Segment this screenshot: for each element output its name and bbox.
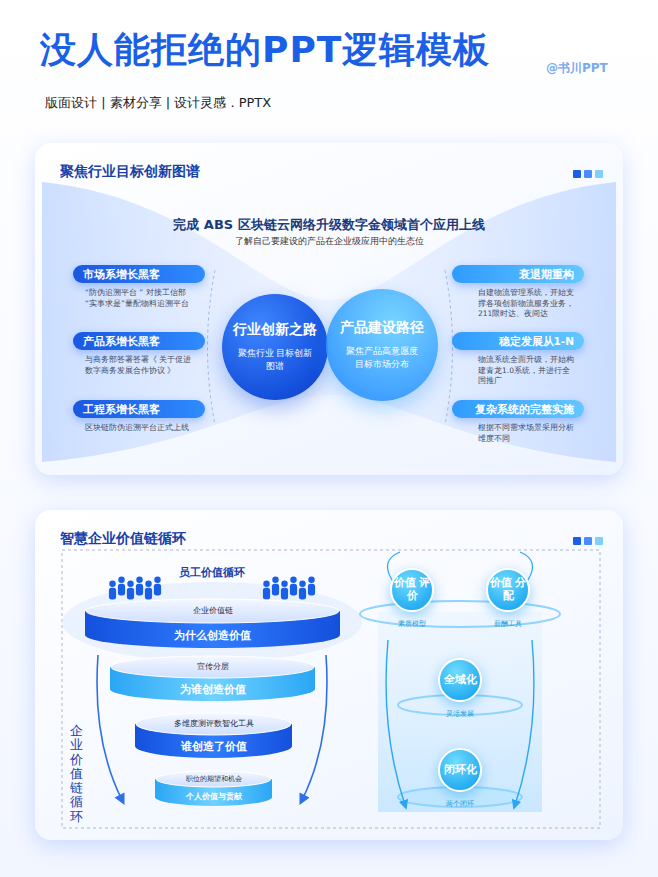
value-ring: 价值 评价素质模型 (367, 568, 457, 629)
pill-label: 市场系增长黑客 (73, 265, 205, 283)
subheadline: 了解自己要建设的产品在企业级应用中的生态位 (0, 235, 658, 248)
disk-band-label: 为什么创造价值 (85, 624, 340, 648)
circle-title: 产品建设路径 (340, 319, 424, 337)
panel: 聚焦行业目标创新图谱市场系增长黑客 “防伪追溯平台 ” 对接工信部“实事求是”量配… (35, 143, 623, 475)
panel: 智慧企业价值链循环企业价值链为什么创造价值宣传分层为谁创造价值多维度测评数智化工… (35, 510, 623, 840)
text-holder: @书川PPT (546, 60, 608, 77)
value-ring: 闭环化两个闭环 (415, 748, 505, 809)
text-holder: 版面设计 | 素材分享 | 设计灵感 . PPTX (45, 94, 271, 112)
disk-band-label: 为谁创造价值 (110, 679, 315, 701)
disk-band-label: 谁创造了价值 (135, 736, 292, 758)
value-ring: 全域化灵活发展 (415, 658, 505, 719)
funnel-disk: 企业价值链为什么创造价值 (85, 598, 340, 648)
pill-description: 与商务部答署答署《 关于促进数字商务发展合作协议 》 (73, 355, 205, 376)
text-holder: 企业价值链循环 (70, 724, 83, 824)
pill-item: 稳定发展从1-N 物流系统全面升级，开始构建青龙1.0系统，并进行全国推广 (452, 332, 584, 387)
pill-description: 物流系统全面升级，开始构建青龙1.0系统，并进行全国推广 (452, 355, 584, 387)
watermark: @书川PPT (546, 60, 608, 77)
funnel-disk: 宣传分层为谁创造价值 (110, 655, 315, 701)
pill-item: 市场系增长黑客 “防伪追溯平台 ” 对接工信部“实事求是”量配物料追溯平台 (73, 265, 205, 309)
ring-caption: 薪酬工具 (463, 619, 553, 629)
pill-label: 复杂系统的完整实施 (452, 400, 584, 418)
pill-description: 根据不同需求场景采用分析维度不同 (452, 423, 584, 444)
ring-circle-label: 全域化 (438, 658, 482, 702)
disk-top-label: 宣传分层 (110, 655, 315, 679)
ring-caption: 灵活发展 (415, 709, 505, 719)
circle-subtitle: 聚焦行业 目标创新图谱 (235, 347, 315, 374)
pill-label: 工程系增长黑客 (73, 400, 205, 418)
ring-circle-label: 价值 评价 (390, 568, 434, 612)
circle-title: 行业创新之路 (233, 321, 317, 339)
circle-subtitle: 聚焦产品高意愿度 目标市场分布 (342, 345, 422, 372)
pill-label: 产品系增长黑客 (73, 332, 205, 350)
ring-circle-label: 闭环化 (438, 748, 482, 792)
pill-item: 工程系增长黑客区块链防伪追溯平台正式上线 (73, 400, 205, 434)
page-title: 没人能拒绝的PPT逻辑模板 (40, 26, 490, 75)
ring-caption: 两个闭环 (415, 799, 505, 809)
vertical-label: 企业价值链循环 (70, 724, 83, 824)
pill-description: “防伪追溯平台 ” 对接工信部“实事求是”量配物料追溯平台 (73, 288, 205, 309)
funnel-heading: 员工价值循环 (152, 565, 272, 580)
disk-top-label: 多维度测评数智化工具 (135, 712, 292, 736)
value-ring: 价值 分配薪酬工具 (463, 568, 553, 629)
pill-description: 区块链防伪追溯平台正式上线 (73, 423, 205, 434)
text-holder: 完成 ABS 区块链云网络升级数字金领域首个应用上线 (0, 216, 658, 234)
pill-item: 复杂系统的完整实施根据不同需求场景采用分析维度不同 (452, 400, 584, 444)
disk-top-label: 职位的期望和机会 (155, 770, 272, 788)
text-holder: 员工价值循环 (152, 565, 272, 580)
text-holder: 了解自己要建设的产品在企业级应用中的生态位 (0, 235, 658, 248)
page-caption: 版面设计 | 素材分享 | 设计灵感 . PPTX (45, 94, 271, 112)
pill-description: 自建物流管理系统，开始支撑各项创新物流服务业务，211限时达、夜间达 (452, 288, 584, 320)
panel-heading: 智慧企业价值链循环 (60, 530, 186, 548)
disk-top-label: 企业价值链 (85, 598, 340, 624)
pill-label: 衰退期重构 (452, 265, 584, 283)
pill-label: 稳定发展从1-N (452, 332, 584, 350)
panel-heading: 聚焦行业目标创新图谱 (60, 163, 200, 181)
pill-item: 产品系增长黑客与商务部答署答署《 关于促进数字商务发展合作协议 》 (73, 332, 205, 376)
funnel-disk: 职位的期望和机会个人价值与贡献 (155, 770, 272, 806)
path-circle: 行业创新之路聚焦行业 目标创新图谱 (222, 294, 328, 400)
disk-band-label: 个人价值与贡献 (155, 788, 272, 806)
headline: 完成 ABS 区块链云网络升级数字金领域首个应用上线 (0, 216, 658, 234)
ring-circle-label: 价值 分配 (486, 568, 530, 612)
pill-item: 衰退期重构自建物流管理系统，开始支撑各项创新物流服务业务，211限时达、夜间达 (452, 265, 584, 320)
text-holder: 没人能拒绝的PPT逻辑模板 (40, 26, 490, 75)
ring-caption: 素质模型 (367, 619, 457, 629)
funnel-disk: 多维度测评数智化工具谁创造了价值 (135, 712, 292, 758)
path-circle: 产品建设路径聚焦产品高意愿度 目标市场分布 (326, 289, 438, 401)
